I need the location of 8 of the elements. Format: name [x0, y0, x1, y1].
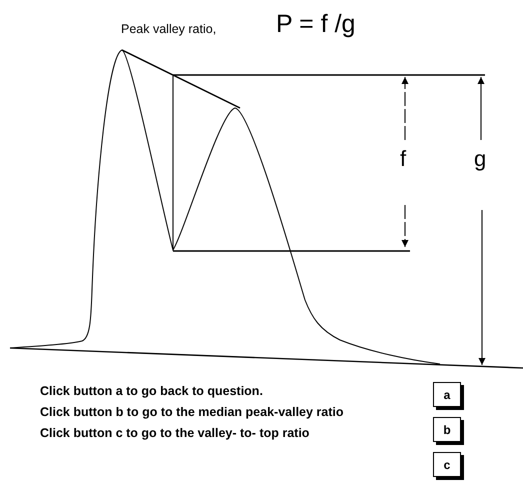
- letter-button: b: [433, 417, 461, 442]
- title: Peak valley ratio,: [121, 23, 216, 36]
- letter-button: c: [433, 452, 461, 477]
- letter-button: a: [433, 382, 461, 407]
- instruction-text: Click button a to go back to question.: [40, 383, 264, 400]
- instruction-text: Click button b to go to the median peak-valley ratio: [40, 404, 345, 421]
- formula: P = f /g: [276, 12, 356, 37]
- instruction-text: Click button c to go to the valley- to- top ratio: [40, 425, 310, 442]
